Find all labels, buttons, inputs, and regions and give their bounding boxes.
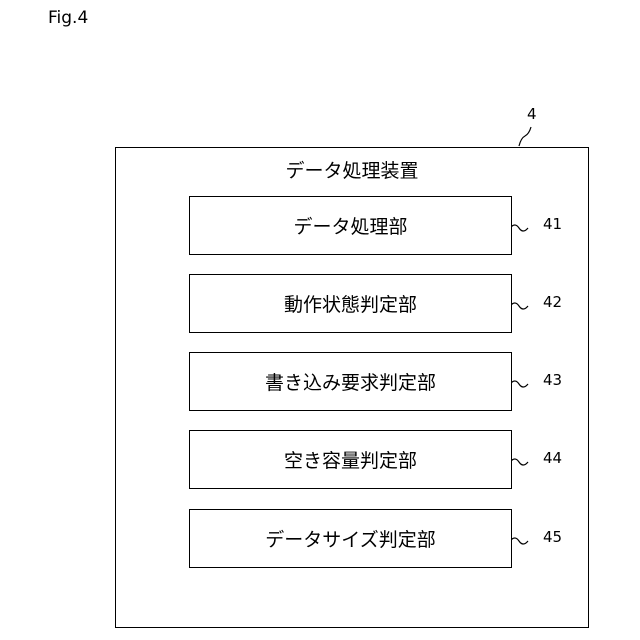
leader-4 [519, 127, 531, 146]
unit-box-45: データサイズ判定部 [189, 509, 512, 568]
unit-box-44: 空き容量判定部 [189, 430, 512, 489]
figure-label: Fig.4 [48, 8, 88, 28]
device-title: データ処理装置 [116, 156, 588, 183]
unit-ref-45: 45 [543, 528, 562, 546]
unit-ref-41: 41 [543, 215, 562, 233]
unit-box-42: 動作状態判定部 [189, 274, 512, 333]
device-ref-number: 4 [527, 105, 537, 123]
unit-ref-43: 43 [543, 371, 562, 389]
unit-ref-44: 44 [543, 449, 562, 467]
unit-box-41: データ処理部 [189, 196, 512, 255]
unit-box-43: 書き込み要求判定部 [189, 352, 512, 411]
data-processing-device-box: データ処理装置 データ処理部 動作状態判定部 書き込み要求判定部 空き容量判定部… [115, 147, 589, 628]
unit-ref-42: 42 [543, 293, 562, 311]
